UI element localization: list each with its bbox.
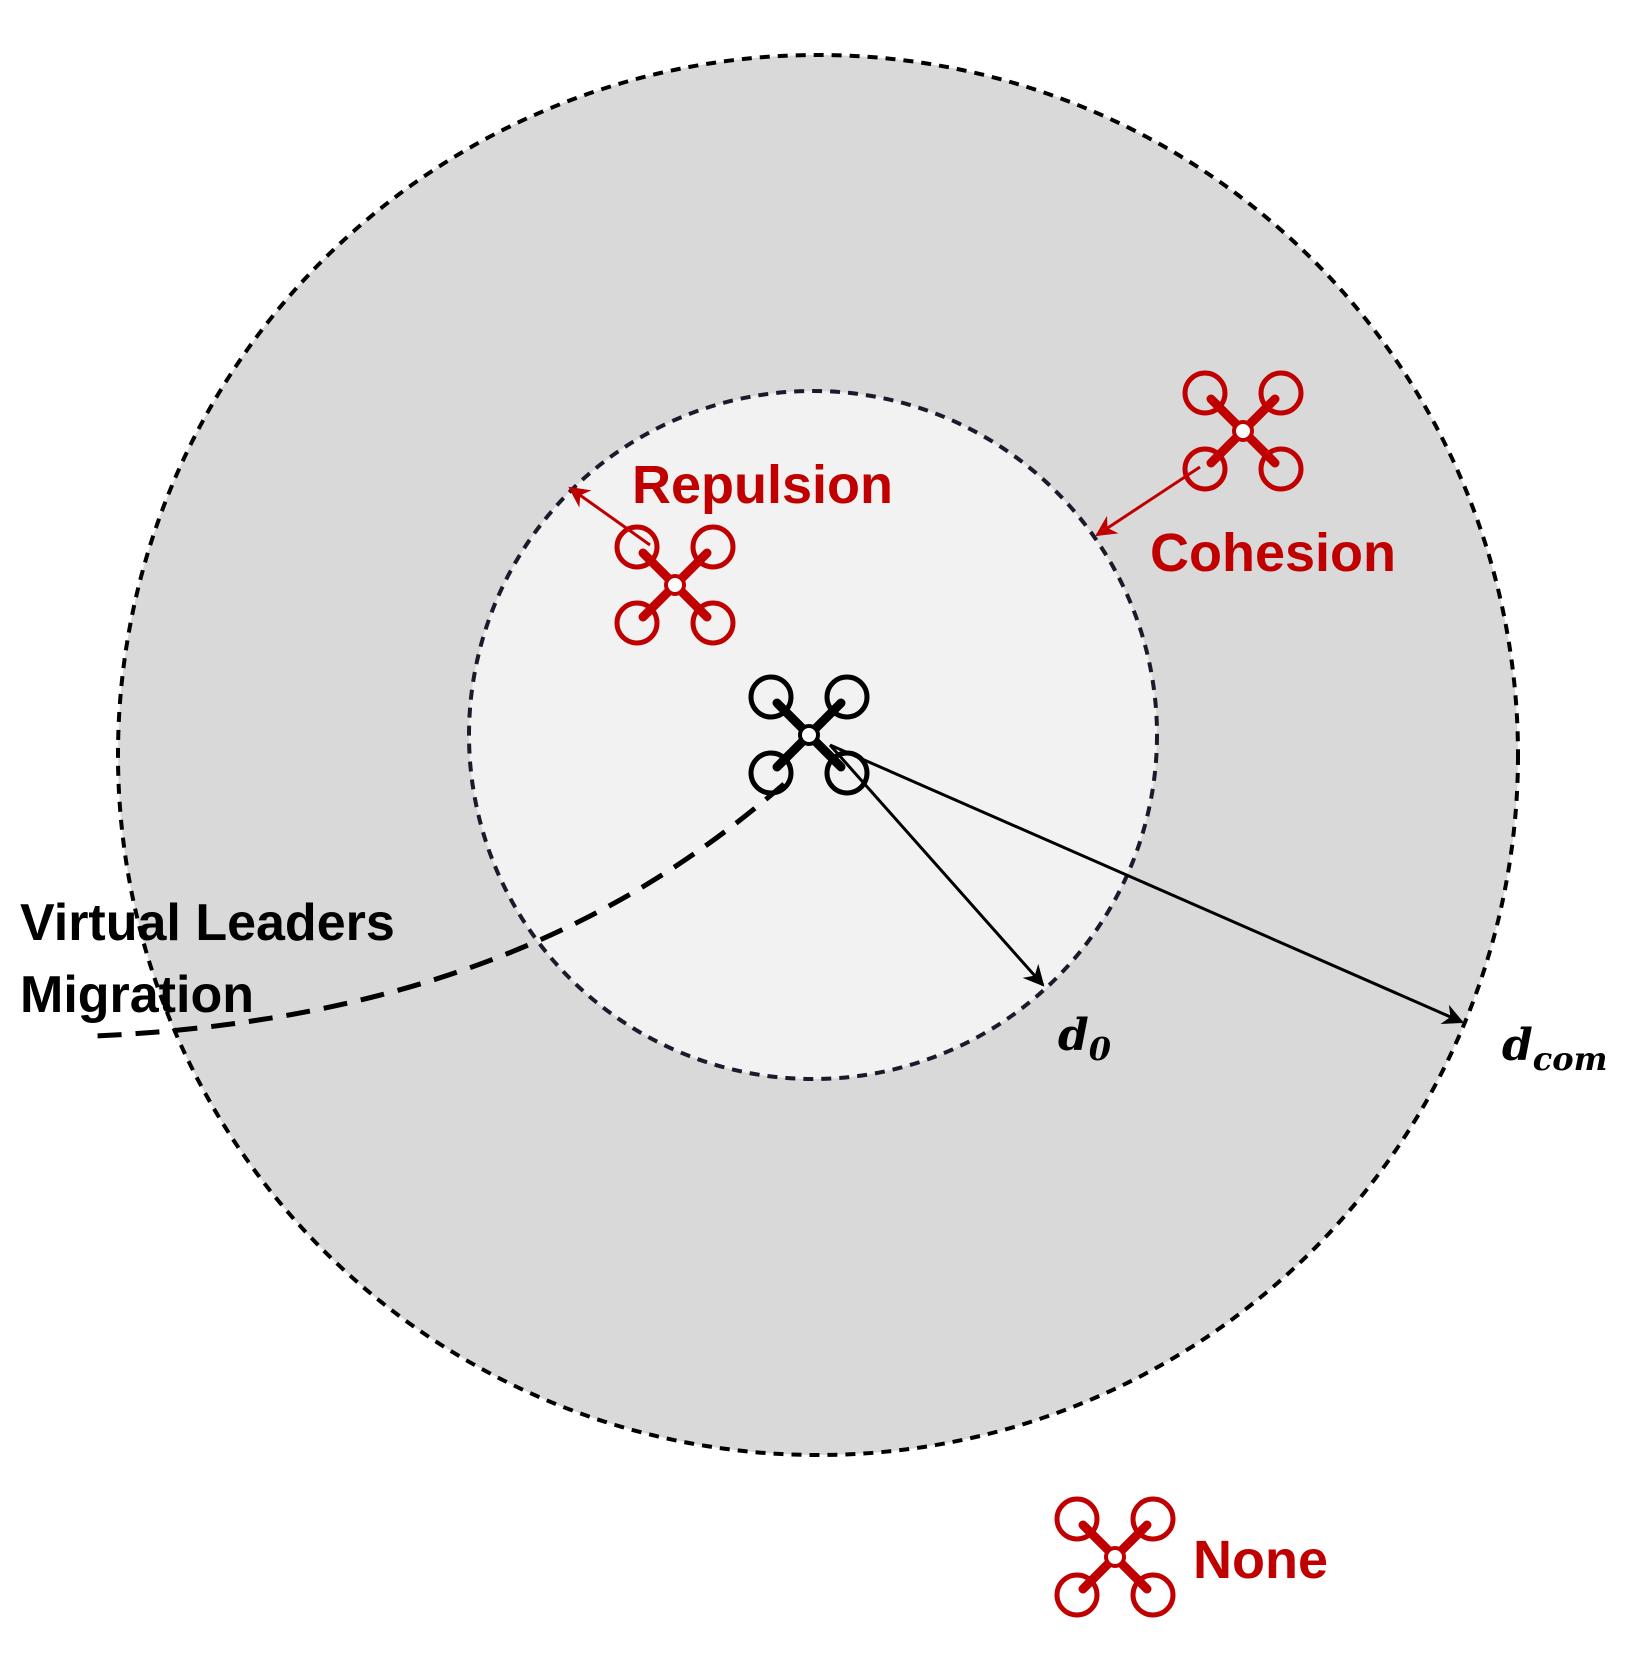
migration-trajectory	[94, 782, 786, 1039]
virtual-leaders-label: Virtual Leaders	[20, 894, 395, 952]
none-drone-icon	[1057, 1499, 1173, 1615]
migration-label: Migration	[20, 966, 254, 1024]
dcom-label: dcom	[1502, 1020, 1607, 1078]
cohesion-label: Cohesion	[1150, 523, 1396, 583]
repulsion-arrow	[568, 486, 651, 547]
dcom-radius-arrow	[829, 743, 1464, 1025]
cohesion-arrow	[1095, 465, 1201, 537]
none-label: None	[1193, 1530, 1328, 1590]
repulsion-label: Repulsion	[632, 455, 893, 515]
d0-label: d0	[1058, 1010, 1111, 1068]
